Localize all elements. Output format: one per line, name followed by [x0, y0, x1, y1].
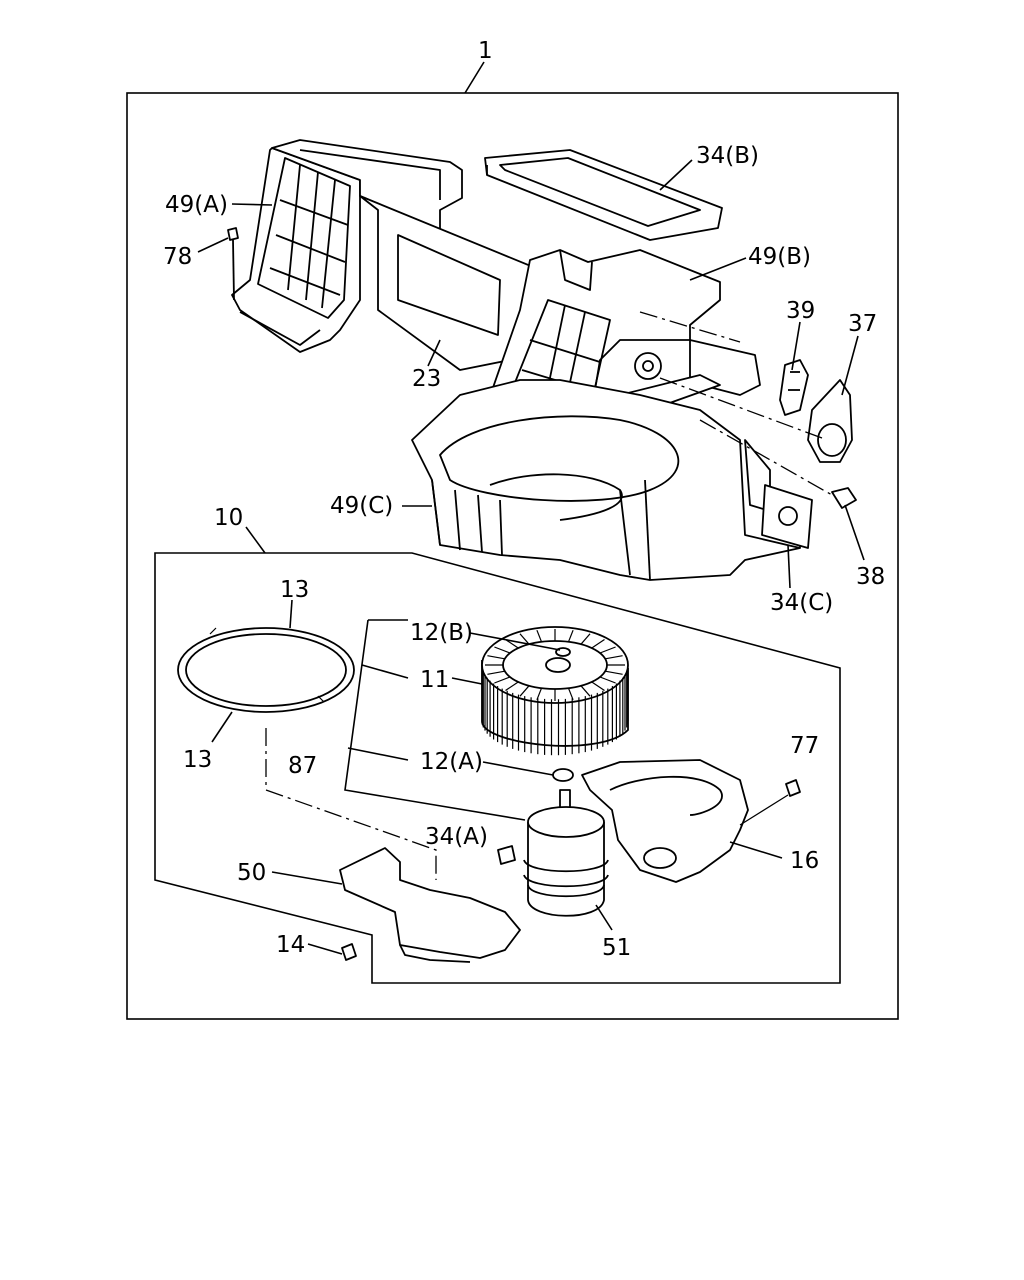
filter-gasket-34b: [484, 149, 723, 241]
fan-blade-top: [580, 685, 591, 697]
callout-16: 16: [790, 848, 819, 874]
callout-37: 37: [848, 311, 877, 337]
callout-34b: 34(B): [696, 143, 759, 169]
callout-39: 39: [786, 298, 815, 324]
align-line-upper-2: [659, 377, 823, 439]
fan-blade-top: [591, 639, 605, 649]
callout-49b: 49(B): [748, 244, 811, 270]
callout-23: 23: [412, 366, 441, 392]
fan-blade-top: [487, 670, 505, 675]
upper-duct-body: [271, 139, 463, 231]
leader-13-bot: [211, 711, 233, 743]
assembly-frame: [126, 92, 899, 1020]
callout-77: 77: [790, 733, 819, 759]
fan-blade-top: [519, 685, 530, 697]
fan-blade-top: [599, 646, 616, 654]
blower-wheel-11: [481, 626, 629, 747]
callout-49a: 49(A): [165, 192, 228, 218]
blower-scroll-49c: [411, 379, 801, 581]
left-grille-49a: [231, 147, 361, 353]
motor-mount-16: [581, 759, 749, 883]
align-line-lower: [265, 728, 437, 880]
fan-blade-top: [494, 676, 511, 684]
callout-12a: 12(A): [420, 749, 483, 775]
fan-blade-top: [494, 646, 511, 654]
fan-blade-top: [505, 681, 519, 691]
screw-14: [341, 943, 357, 961]
callout-13-top: 13: [280, 577, 309, 603]
leader-50: [271, 871, 343, 885]
leader-12a: [347, 747, 554, 776]
lever-37: [807, 379, 853, 463]
split-ring-13: [177, 627, 355, 713]
leader-49a: [231, 203, 273, 206]
align-line-upper-1: [639, 311, 741, 343]
fan-blade-top: [567, 687, 574, 701]
leader-13-top: [289, 599, 293, 629]
blower-motor-51: [523, 789, 609, 917]
callout-49c: 49(C): [330, 493, 393, 519]
fan-blade-top: [605, 655, 623, 660]
clip-39: [779, 359, 809, 416]
leader-1: [464, 61, 485, 94]
callout-34c: 34(C): [770, 590, 833, 616]
callout-38: 38: [856, 564, 885, 590]
leader-39: [791, 321, 801, 371]
gasket-34a: [497, 845, 516, 865]
blower-wheel-blades: [481, 629, 629, 756]
gasket-plate-34c: [761, 484, 813, 549]
callout-51: 51: [602, 935, 631, 961]
leader-11: [361, 664, 483, 685]
fan-blade-top: [580, 633, 591, 645]
callout-34a: 34(A): [425, 824, 488, 850]
screw-77: [739, 779, 801, 826]
fan-blade-top: [536, 687, 543, 701]
fan-blade-top: [591, 681, 605, 691]
fan-blade-top: [487, 655, 505, 660]
callout-1: 1: [478, 38, 493, 64]
leader-34c: [787, 544, 791, 589]
leader-16: [729, 841, 783, 859]
leader-38: [844, 504, 865, 561]
leader-37: [841, 335, 859, 396]
leader-23: [427, 339, 441, 367]
callout-78: 78: [163, 244, 192, 270]
fan-blade-top: [519, 633, 530, 645]
leader-78: [197, 237, 229, 253]
callout-87: 87: [288, 753, 317, 779]
leader-51: [595, 904, 613, 931]
fan-blade-top: [605, 670, 623, 675]
callout-50: 50: [237, 860, 266, 886]
leader-10: [245, 526, 266, 554]
washer-12a: [552, 768, 574, 782]
leader-49b: [689, 257, 747, 281]
bracket-87: [344, 619, 526, 821]
fan-blade-top: [536, 629, 543, 643]
leader-12b: [469, 632, 561, 651]
subassembly-frame: [154, 552, 841, 984]
callout-10: 10: [214, 505, 243, 531]
callout-13-bot: 13: [183, 747, 212, 773]
fan-blade-top: [599, 676, 616, 684]
lower-cover-50: [339, 847, 521, 963]
align-line-upper-3: [699, 419, 833, 496]
screw-78: [227, 227, 239, 301]
callout-11: 11: [420, 667, 449, 693]
clip-38: [831, 487, 857, 509]
leader-14: [307, 943, 343, 955]
leader-34b: [659, 159, 693, 191]
callout-12b: 12(B): [410, 620, 473, 646]
callout-14: 14: [276, 932, 305, 958]
fan-blade-top: [567, 629, 574, 643]
